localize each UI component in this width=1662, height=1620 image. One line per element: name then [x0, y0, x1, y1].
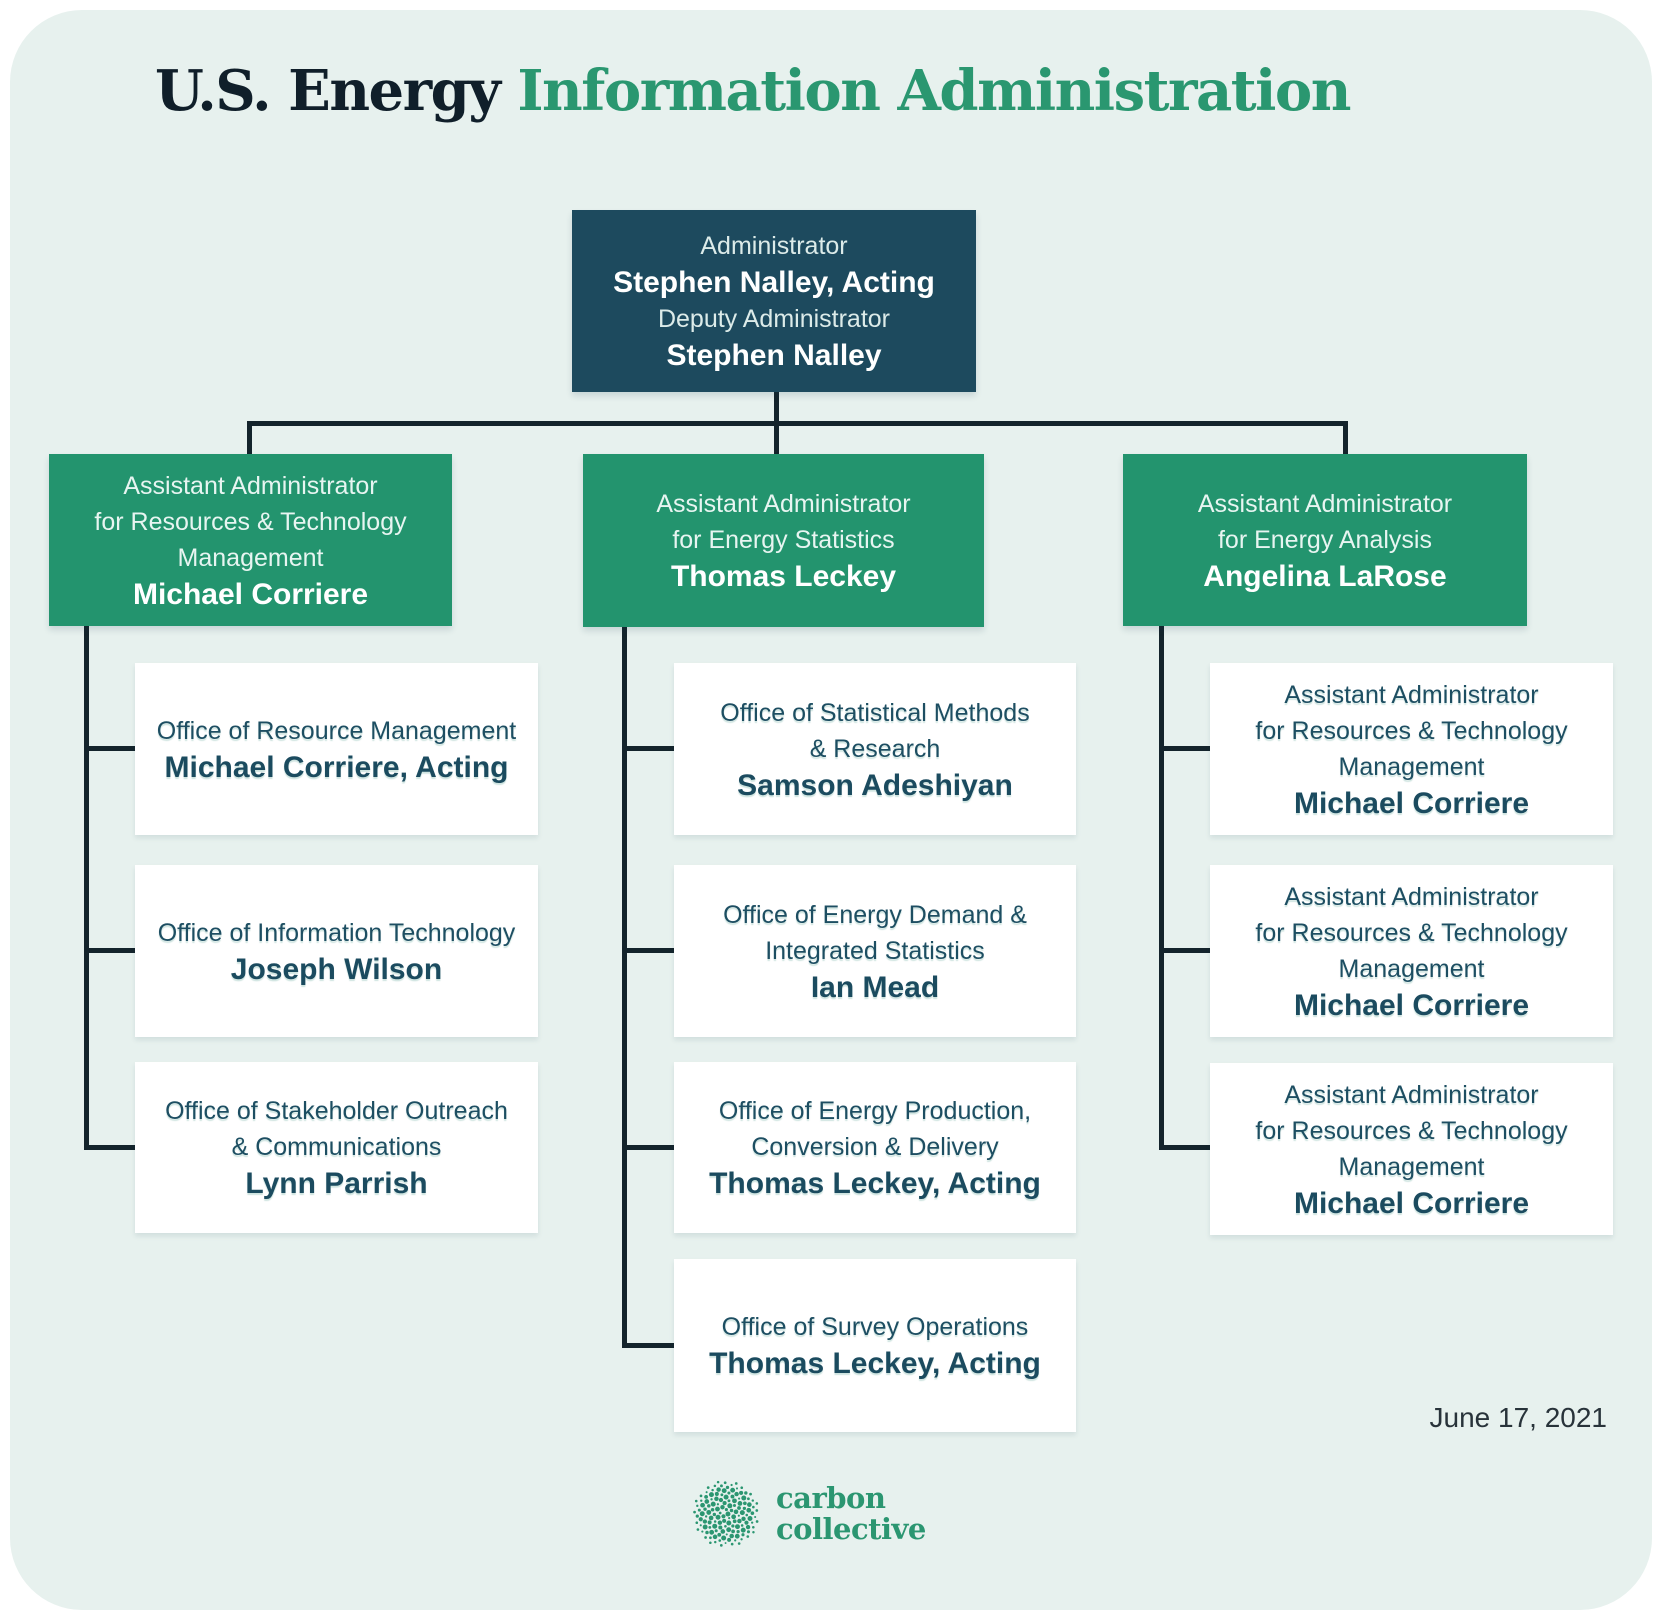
office-person-name: Lynn Parrish — [245, 1167, 428, 1200]
connector-drop-middle — [774, 421, 779, 456]
logo-word-1: carbon — [776, 1481, 886, 1515]
office-person-name: Thomas Leckey, Acting — [709, 1167, 1041, 1200]
office-title: Office of Stakeholder Outreach & Communi… — [165, 1097, 508, 1161]
connector-right-stub-1 — [1159, 746, 1210, 751]
branch-person-name: Angelina LaRose — [1203, 559, 1447, 593]
office-person-name: Thomas Leckey, Acting — [709, 1347, 1041, 1380]
deputy-administrator-role-label: Deputy Administrator — [657, 305, 891, 333]
halftone-globe-icon — [693, 1480, 759, 1547]
carbon-collective-logo: carbon collective — [690, 1478, 926, 1550]
office-title: Assistant Administrator for Resources & … — [1255, 1080, 1568, 1181]
org-node-assistant-admin-resources-technology: Assistant Administrator for Resources & … — [49, 454, 452, 626]
connector-middle-stub-4 — [622, 1343, 674, 1348]
office-person-name: Michael Corriere — [1293, 988, 1530, 1022]
office-person-name: Michael Corriere — [1293, 1186, 1530, 1220]
connector-right-spine — [1159, 626, 1164, 1150]
connector-right-stub-2 — [1159, 948, 1210, 953]
org-node-assistant-admin-rtm-3: Assistant Administrator for Resources & … — [1210, 1063, 1613, 1235]
org-node-assistant-admin-rtm-2: Assistant Administrator for Resources & … — [1210, 865, 1613, 1037]
branch-person-name: Thomas Leckey — [670, 560, 897, 593]
logo-word-2: collective — [776, 1512, 926, 1546]
org-node-office-stakeholder-outreach: Office of Stakeholder Outreach & Communi… — [135, 1062, 538, 1233]
office-person-name: Samson Adeshiyan — [737, 768, 1013, 802]
office-title: Office of Energy Demand & Integrated Sta… — [723, 900, 1027, 965]
page-title: U.S. Energy Information Administration — [155, 58, 1555, 124]
org-node-office-resource-management: Office of Resource Management Michael Co… — [135, 663, 538, 835]
office-title: Assistant Administrator for Resources & … — [1255, 882, 1568, 983]
office-title: Assistant Administrator for Resources & … — [1255, 680, 1568, 781]
branch-title: Assistant Administrator for Energy Analy… — [1197, 489, 1453, 554]
office-title: Office of Survey Operations — [721, 1313, 1029, 1341]
connector-root-stem — [774, 392, 779, 424]
org-node-assistant-admin-rtm-1: Assistant Administrator for Resources & … — [1210, 663, 1613, 835]
logo-wordmark: carbon collective — [776, 1483, 926, 1545]
office-title: Office of Statistical Methods & Research — [720, 698, 1030, 763]
connector-drop-right — [1343, 421, 1348, 456]
office-title: Office of Energy Production, Conversion … — [718, 1097, 1032, 1161]
connector-middle-stub-1 — [622, 746, 674, 751]
deputy-administrator-name: Stephen Nalley — [666, 339, 882, 372]
org-node-office-survey-operations: Office of Survey Operations Thomas Lecke… — [674, 1259, 1076, 1432]
org-node-administrator: Administrator Stephen Nalley, Acting Dep… — [572, 210, 976, 392]
connector-horizontal-bar — [247, 421, 1348, 426]
connector-left-stub-3 — [84, 1145, 135, 1150]
office-person-name: Michael Corriere — [1293, 786, 1530, 820]
administrator-name: Stephen Nalley, Acting — [613, 266, 935, 299]
office-title: Office of Resource Management — [156, 716, 517, 745]
connector-drop-left — [247, 421, 252, 456]
org-node-office-statistical-methods: Office of Statistical Methods & Research… — [674, 663, 1076, 835]
branch-title: Assistant Administrator for Energy Stati… — [656, 490, 911, 554]
office-person-name: Ian Mead — [810, 970, 940, 1004]
org-node-office-information-technology: Office of Information Technology Joseph … — [135, 865, 538, 1037]
branch-title: Assistant Administrator for Resources & … — [94, 471, 407, 572]
page-title-green-part: Information Administration — [517, 58, 1351, 124]
connector-left-spine — [84, 626, 89, 1150]
connector-middle-stub-2 — [622, 948, 674, 953]
page-title-dark-part: U.S. Energy — [155, 58, 518, 124]
connector-middle-spine — [622, 627, 627, 1348]
connector-left-stub-1 — [84, 746, 135, 751]
office-person-name: Michael Corriere, Acting — [164, 750, 509, 784]
org-node-office-energy-production: Office of Energy Production, Conversion … — [674, 1062, 1076, 1233]
org-node-assistant-admin-energy-statistics: Assistant Administrator for Energy Stati… — [583, 454, 984, 627]
connector-left-stub-2 — [84, 948, 135, 953]
org-node-office-energy-demand: Office of Energy Demand & Integrated Sta… — [674, 865, 1076, 1037]
connector-middle-stub-3 — [622, 1145, 674, 1150]
administrator-role-label: Administrator — [700, 232, 848, 260]
office-person-name: Joseph Wilson — [230, 952, 443, 986]
office-title: Office of Information Technology — [157, 918, 516, 947]
connector-right-stub-3 — [1159, 1145, 1210, 1150]
branch-person-name: Michael Corriere — [132, 577, 369, 611]
org-node-assistant-admin-energy-analysis: Assistant Administrator for Energy Analy… — [1123, 454, 1527, 626]
date-label: June 17, 2021 — [1429, 1402, 1608, 1433]
